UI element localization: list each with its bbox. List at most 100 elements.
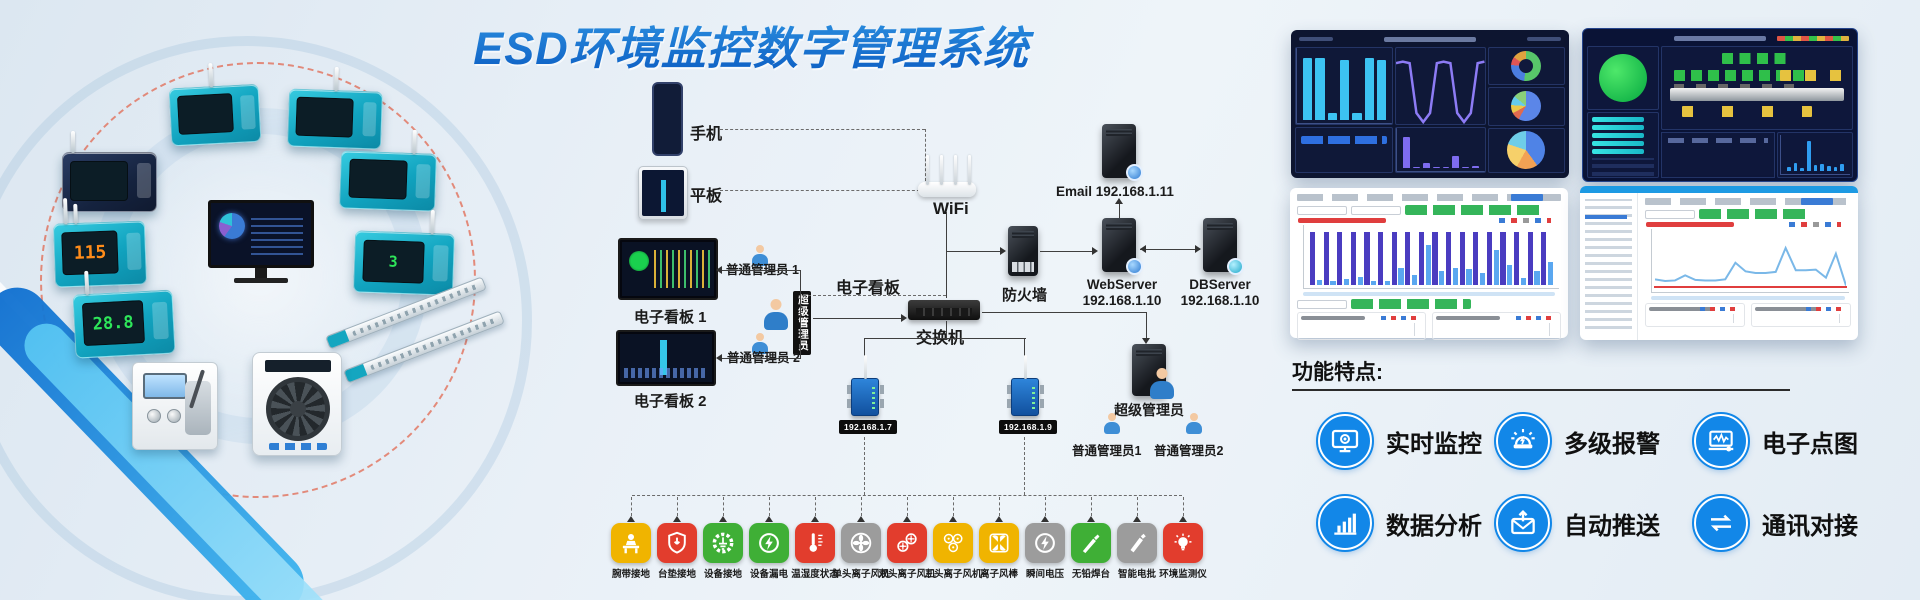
arrow-up-icon [1133, 516, 1141, 522]
db-server [1203, 218, 1244, 275]
webserver-label: WebServer 192.168.1.10 [1076, 277, 1168, 308]
action-buttons [1405, 205, 1545, 215]
arrow-up-icon [719, 516, 727, 522]
donut-chart-panel [1487, 47, 1565, 86]
connector [722, 497, 724, 516]
knob [147, 409, 161, 423]
triple-fan-icon [933, 523, 973, 563]
table-panel [1660, 131, 1775, 178]
arrow-up-icon [1179, 516, 1187, 522]
arrow-up-icon [765, 516, 773, 522]
arrow-up-icon [673, 516, 681, 522]
sensor-voltage: 瞬间电压 [1024, 497, 1066, 580]
phone-screen [657, 87, 678, 151]
antenna [73, 203, 78, 224]
arrow-up-icon [903, 516, 911, 522]
green-gauge [1598, 53, 1647, 102]
connector [860, 497, 862, 516]
production-line-panel [1660, 46, 1853, 130]
feature-push: 自动推送 [1494, 494, 1686, 552]
connector [906, 497, 908, 516]
legend [1789, 222, 1841, 227]
desktop-monitor [208, 200, 314, 283]
gateway-mount [1007, 385, 1011, 394]
connector [720, 190, 925, 191]
pie-chart-panel [1487, 87, 1565, 126]
sensor-label: 双头离子风机 [878, 569, 936, 580]
eboard-2 [616, 330, 716, 386]
gateway2-ip: 192.168.1.9 [999, 420, 1058, 434]
connector [1146, 312, 1148, 340]
phone-label: 手机 [690, 126, 723, 143]
top-bar [1580, 186, 1858, 193]
arrow-right-icon [1000, 247, 1006, 255]
email-label: Email 192.168.1.11 [1056, 184, 1174, 199]
eboard2-label: 电子看板 2 [634, 393, 707, 410]
bulb-icon [1163, 523, 1203, 563]
connector [722, 270, 800, 272]
phone-device [652, 82, 683, 156]
feature-label: 通讯对接 [1762, 512, 1858, 540]
antenna [411, 129, 417, 154]
arrow-left-icon [716, 266, 722, 274]
push-mail-icon [1494, 494, 1552, 552]
webserver-name: WebServer [1086, 277, 1158, 292]
bar-chart-panel [1295, 47, 1394, 125]
report-title-red [1298, 218, 1386, 223]
knob [167, 409, 181, 423]
tree-sidebar [1580, 193, 1638, 340]
sensor-row: 腕带接地 台垫接地 设备接地 设备漏电 温湿度状态 [610, 497, 1207, 580]
feature-label: 自动推送 [1564, 512, 1660, 540]
alarm-threshold-line [1654, 286, 1847, 288]
device-keys [137, 163, 152, 199]
eboard-link-label: 电子看板 [836, 280, 901, 297]
esd-gateway-device [62, 131, 157, 212]
tablet-device [638, 166, 688, 220]
router-antenna [954, 155, 957, 185]
gateway1-ip: 192.168.1.7 [839, 420, 898, 434]
ion-bar-fan-icon [979, 523, 1019, 563]
tablet-label: 平板 [690, 188, 723, 205]
bar-chart [1303, 225, 1559, 289]
screwdriver-icon [1117, 523, 1157, 563]
device-screen-value: 3 [362, 239, 425, 284]
sensor-leakage: 设备漏电 [748, 497, 790, 580]
feature-emap: 电子点图 [1692, 412, 1884, 470]
sensor-solder-station: 无铅焊台 [1070, 497, 1112, 580]
feature-label: 多级报警 [1564, 430, 1660, 458]
device-keys [415, 164, 431, 199]
connector [1140, 249, 1200, 251]
dashboard-production [1582, 28, 1858, 182]
alarm-beacon-icon [1494, 412, 1552, 470]
sensor-temp-humidity: 温湿度状态 [791, 497, 839, 580]
fan-buttons [269, 443, 327, 450]
connector [720, 129, 925, 130]
date-input [1351, 205, 1401, 215]
eboard-screen [620, 334, 712, 382]
sensor-triple-fan: 三头离子风机 [925, 497, 982, 580]
connector [1136, 497, 1138, 516]
monitor-stand [255, 268, 267, 278]
sensor-label: 智能电批 [1117, 569, 1156, 580]
ground-gear-icon [703, 523, 743, 563]
legend [1381, 316, 1421, 320]
esd-monitor-device [168, 63, 262, 147]
connector [1040, 251, 1096, 253]
device-screen-value: 115 [61, 230, 119, 276]
voltage-bolt-icon [1025, 523, 1065, 563]
line-chart-panel [1395, 47, 1486, 125]
soldering-iron-holder [185, 381, 211, 435]
connector [1044, 497, 1046, 516]
arrow-up-icon [1041, 516, 1049, 522]
admin2-person-icon [752, 333, 768, 354]
connector [813, 318, 905, 320]
pie-chart-panel [1487, 127, 1565, 173]
sensor-label: 台垫接地 [657, 569, 696, 580]
connector [632, 495, 1182, 496]
page-title: ESD环境监控数字管理系统 [468, 12, 1034, 77]
antenna [63, 198, 68, 225]
arrow-up-icon [995, 516, 1003, 522]
antenna [71, 131, 75, 153]
connector [814, 497, 816, 516]
admin2-label: 普通管理员 2 [727, 351, 800, 365]
